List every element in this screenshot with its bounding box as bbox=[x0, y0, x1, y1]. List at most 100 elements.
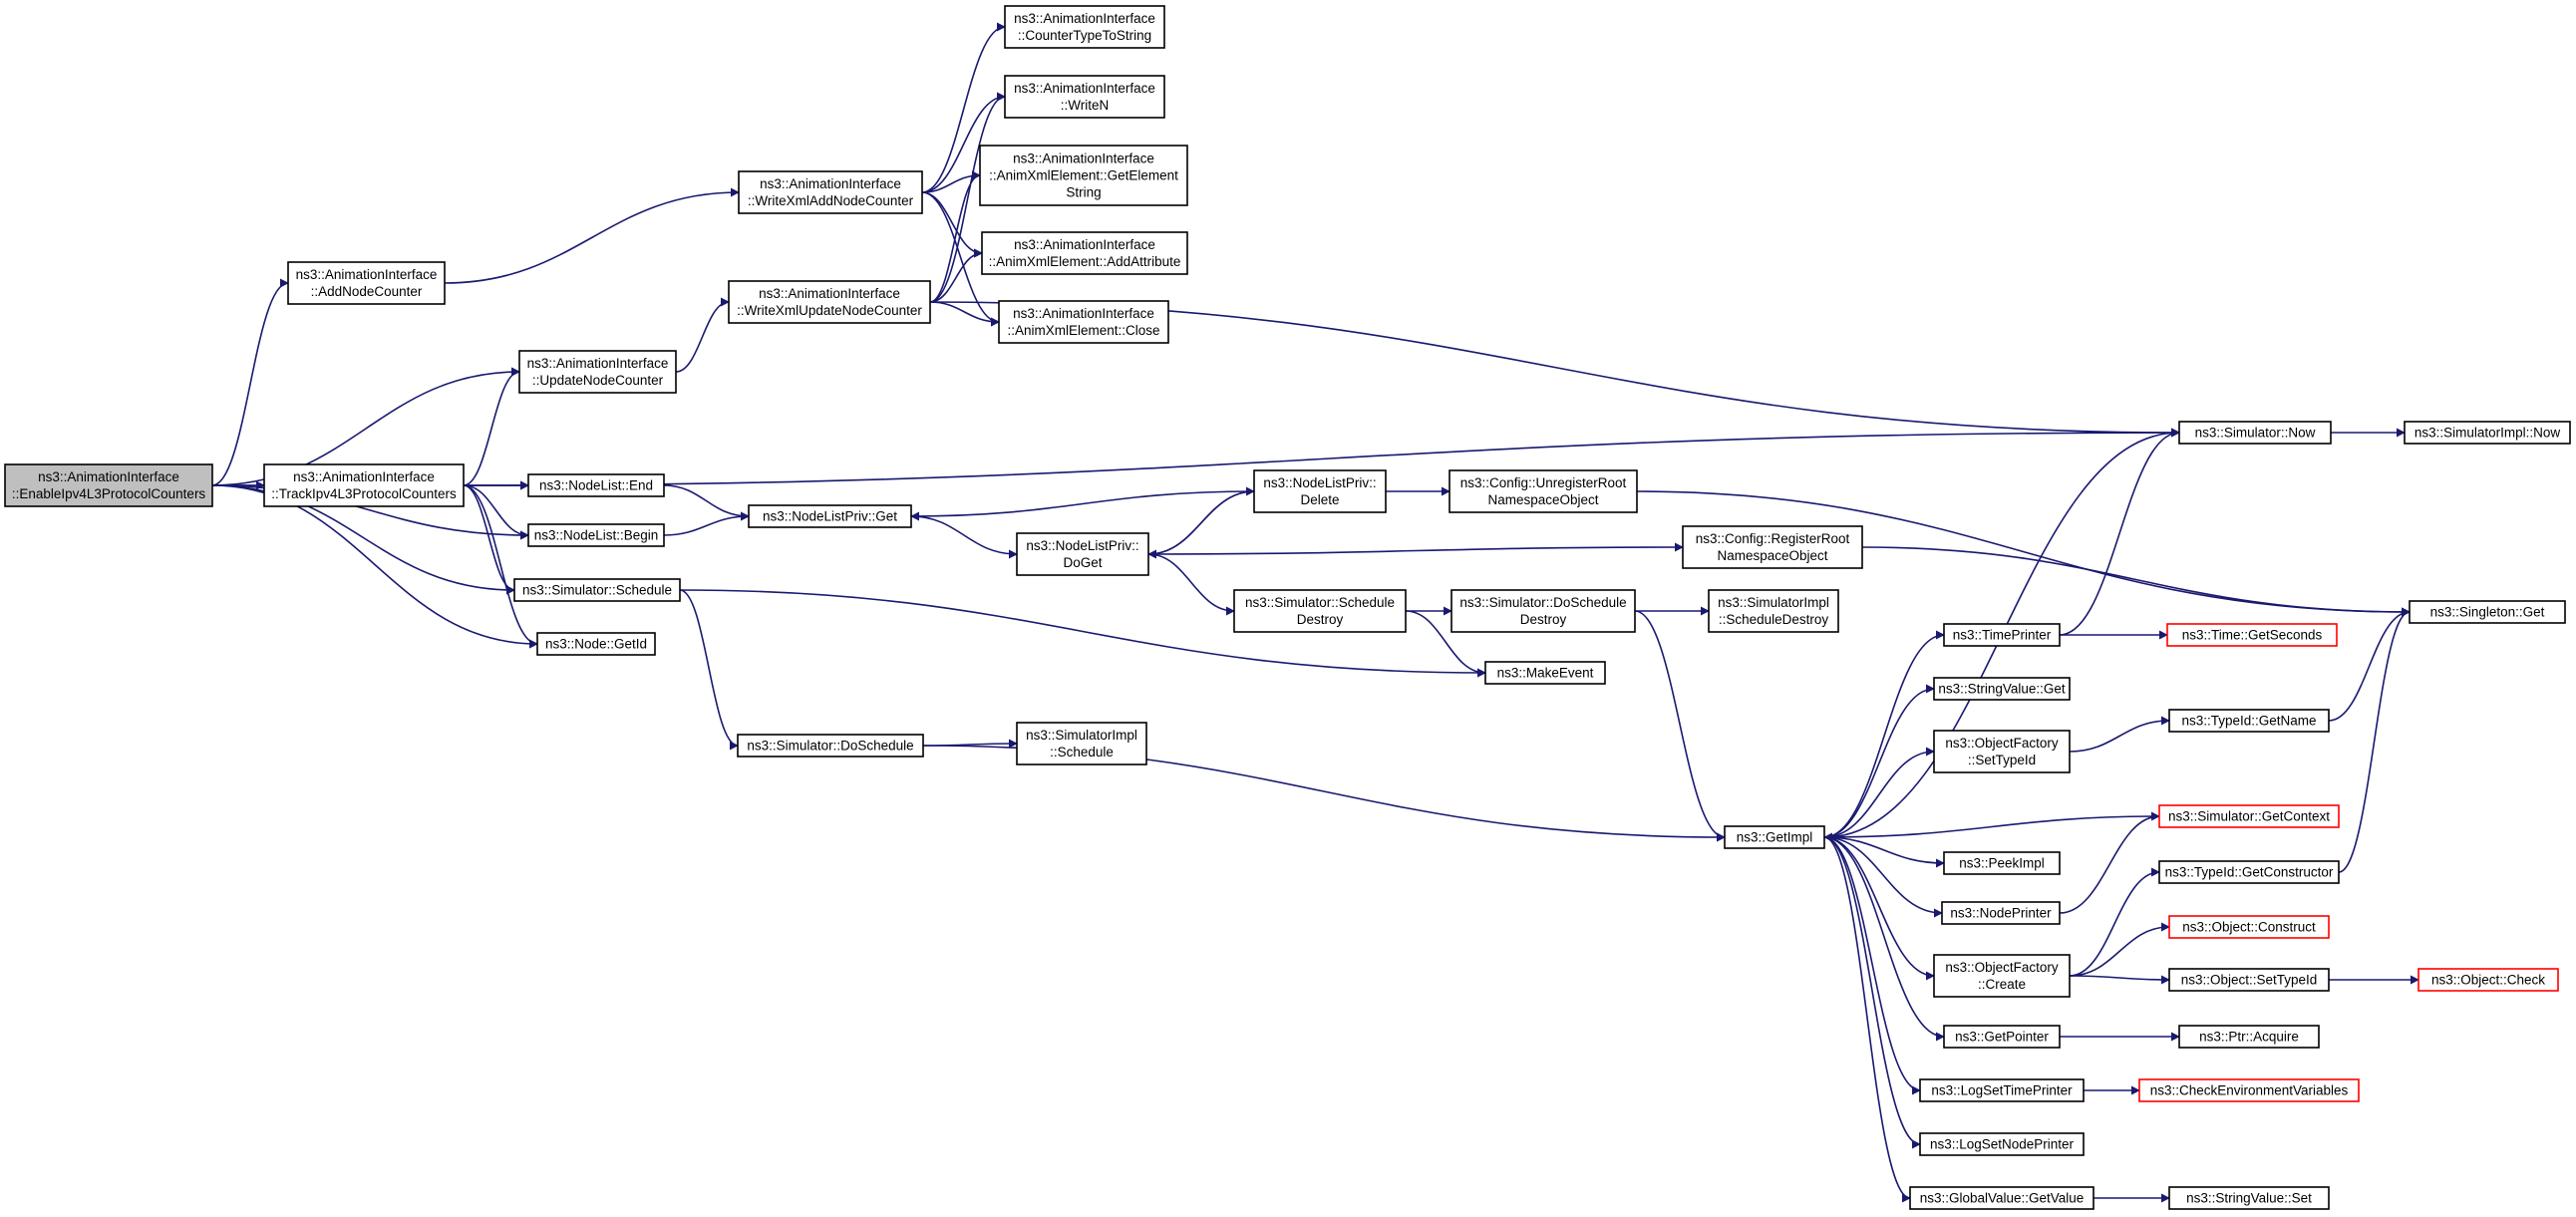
function-node-label: ns3::NodeList::End bbox=[539, 478, 653, 493]
function-node-close[interactable]: ns3::AnimationInterface::AnimXmlElement:… bbox=[998, 300, 1169, 344]
call-edge-updatenodecounter-to-writexmlupdate bbox=[675, 297, 730, 373]
function-node-box bbox=[527, 473, 665, 497]
function-node-label: ns3::StringValue::Get bbox=[1938, 682, 2066, 697]
function-node-stringvalueget[interactable]: ns3::StringValue::Get bbox=[1933, 677, 2071, 701]
call-edge-trackipv4-to-nodegetid bbox=[463, 484, 538, 649]
function-node-ptracquire[interactable]: ns3::Ptr::Acquire bbox=[2178, 1025, 2320, 1049]
call-edge-getimpl-to-ofsettypeid bbox=[1823, 747, 1935, 838]
function-node-stringvalueset[interactable]: ns3::StringValue::Set bbox=[2168, 1186, 2330, 1210]
function-node-label: ns3::TypeId::GetConstructor bbox=[2165, 865, 2334, 880]
function-node-box bbox=[518, 350, 677, 394]
function-node-nodelistend[interactable]: ns3::NodeList::End bbox=[527, 473, 665, 497]
function-node-addnodecounter[interactable]: ns3::AnimationInterface::AddNodeCounter bbox=[287, 261, 446, 305]
function-node-simschedestroy[interactable]: ns3::Simulator::ScheduleDestroy bbox=[1233, 589, 1407, 633]
function-node-timeprinter[interactable]: ns3::TimePrinter bbox=[1943, 623, 2061, 647]
call-edge-simschedestroy-to-makeevent bbox=[1405, 610, 1486, 678]
function-node-makeevent[interactable]: ns3::MakeEvent bbox=[1484, 661, 1606, 685]
function-node-label: ::CounterTypeToString bbox=[1018, 28, 1151, 43]
function-node-addattribute[interactable]: ns3::AnimationInterface::AnimXmlElement:… bbox=[981, 231, 1188, 275]
function-node-label: ::Create bbox=[1978, 977, 2026, 992]
function-node-box bbox=[979, 145, 1188, 206]
function-node-box bbox=[2178, 1025, 2320, 1049]
call-edge-root-to-updatenodecounter bbox=[211, 367, 520, 486]
function-node-box bbox=[4, 463, 213, 507]
function-node-objcheck[interactable]: ns3::Object::Check bbox=[2417, 968, 2559, 992]
function-node-implschedule[interactable]: ns3::SimulatorImpl::Schedule bbox=[1016, 722, 1147, 765]
function-node-timegetseconds[interactable]: ns3::Time::GetSeconds bbox=[2166, 623, 2338, 647]
function-node-box bbox=[1708, 589, 1839, 633]
function-node-label: ns3::Singleton::Get bbox=[2430, 605, 2545, 620]
function-node-label: ns3::NodeListPriv:: bbox=[1263, 475, 1376, 490]
function-node-nodeprinter[interactable]: ns3::NodePrinter bbox=[1941, 901, 2061, 925]
call-edge-getimpl-to-ofcreate bbox=[1823, 836, 1935, 981]
function-node-singletonget[interactable]: ns3::Singleton::Get bbox=[2409, 600, 2566, 624]
function-node-getpointer[interactable]: ns3::GetPointer bbox=[1943, 1025, 2061, 1049]
function-node-typeidgetconstructor[interactable]: ns3::TypeId::GetConstructor bbox=[2158, 860, 2340, 884]
function-node-writexmlupdate[interactable]: ns3::AnimationInterface::WriteXmlUpdateN… bbox=[728, 280, 931, 324]
function-node-label: ns3::AnimationInterface bbox=[760, 176, 901, 191]
function-node-nodelistprivdoget[interactable]: ns3::NodeListPriv::DoGet bbox=[1016, 532, 1149, 576]
function-node-box bbox=[2166, 623, 2338, 647]
function-node-peekimpl[interactable]: ns3::PeekImpl bbox=[1943, 851, 2061, 875]
function-node-box bbox=[998, 300, 1169, 344]
function-node-implscheddestroy[interactable]: ns3::SimulatorImpl::ScheduleDestroy bbox=[1708, 589, 1839, 633]
function-node-objsettypeid[interactable]: ns3::Object::SetTypeId bbox=[2168, 968, 2330, 992]
function-node-label: ns3::Object::SetTypeId bbox=[2181, 973, 2318, 988]
function-node-implnow[interactable]: ns3::SimulatorImpl::Now bbox=[2404, 421, 2571, 445]
call-edge-trackipv4-to-updatenodecounter bbox=[463, 367, 520, 486]
function-node-box bbox=[527, 523, 665, 547]
function-node-nodelistprivdelete[interactable]: ns3::NodeListPriv::Delete bbox=[1253, 469, 1387, 513]
function-node-label: ::SetTypeId bbox=[1968, 753, 2036, 767]
function-node-box bbox=[1449, 469, 1638, 513]
function-node-countertype[interactable]: ns3::AnimationInterface::CounterTypeToSt… bbox=[1004, 5, 1165, 49]
function-node-box bbox=[2158, 860, 2340, 884]
function-node-label: DoGet bbox=[1063, 555, 1102, 570]
function-node-logsettimeprinter[interactable]: ns3::LogSetTimePrinter bbox=[1919, 1078, 2085, 1102]
function-node-globalvaluegetvalue[interactable]: ns3::GlobalValue::GetValue bbox=[1909, 1186, 2094, 1210]
function-node-objconstruct[interactable]: ns3::Object::Construct bbox=[2168, 915, 2330, 939]
function-node-simnow[interactable]: ns3::Simulator::Now bbox=[2178, 421, 2332, 445]
function-node-ofsettypeid[interactable]: ns3::ObjectFactory::SetTypeId bbox=[1933, 730, 2071, 773]
call-edge-trackipv4-to-nodelistbegin bbox=[463, 484, 529, 540]
call-edge-simgetcontext-to-getimpl bbox=[1823, 815, 2160, 842]
function-node-label: ns3::TypeId::GetName bbox=[2181, 714, 2316, 729]
function-node-trackipv4[interactable]: ns3::AnimationInterface::TrackIpv4L3Prot… bbox=[263, 463, 465, 507]
function-node-label: ns3::LogSetTimePrinter bbox=[1931, 1083, 2073, 1098]
function-node-unregister[interactable]: ns3::Config::UnregisterRootNamespaceObje… bbox=[1449, 469, 1638, 513]
function-node-simgetcontext[interactable]: ns3::Simulator::GetContext bbox=[2158, 804, 2340, 828]
function-node-box bbox=[1253, 469, 1387, 513]
function-node-box bbox=[1943, 1025, 2061, 1049]
function-node-logsetnodeprinter[interactable]: ns3::LogSetNodePrinter bbox=[1919, 1132, 2085, 1156]
function-node-label: ns3::Simulator::Schedule bbox=[522, 583, 672, 598]
function-node-writen[interactable]: ns3::AnimationInterface::WriteN bbox=[1004, 75, 1165, 119]
function-node-nodelistbegin[interactable]: ns3::NodeList::Begin bbox=[527, 523, 665, 547]
function-node-writexmladd[interactable]: ns3::AnimationInterface::WriteXmlAddNode… bbox=[738, 170, 923, 214]
function-node-getelement[interactable]: ns3::AnimationInterface::AnimXmlElement:… bbox=[979, 145, 1188, 206]
function-node-getimpl[interactable]: ns3::GetImpl bbox=[1724, 825, 1825, 849]
function-node-label: ns3::ObjectFactory bbox=[1945, 960, 2059, 975]
function-node-root[interactable]: ns3::AnimationInterface::EnableIpv4L3Pro… bbox=[4, 463, 213, 507]
call-edge-getimpl-to-peekimpl bbox=[1823, 836, 1945, 868]
function-node-box bbox=[737, 734, 924, 758]
call-edge-nodelistprivdelete-to-nodelistprivget bbox=[910, 490, 1255, 521]
call-edge-getimpl-to-getpointer bbox=[1823, 836, 1945, 1042]
function-node-typeidgetname[interactable]: ns3::TypeId::GetName bbox=[2168, 709, 2330, 733]
function-node-box bbox=[2168, 709, 2330, 733]
call-edge-getimpl-to-logsettimeprinter bbox=[1823, 836, 1921, 1095]
function-node-updatenodecounter[interactable]: ns3::AnimationInterface::UpdateNodeCount… bbox=[518, 350, 677, 394]
function-node-label: ::Schedule bbox=[1050, 745, 1114, 760]
function-node-label: ns3::NodeListPriv:: bbox=[1026, 538, 1138, 553]
function-node-box bbox=[1943, 851, 2061, 875]
call-edge-nodelistend-to-nodelistprivget bbox=[663, 484, 750, 521]
function-node-ofcreate[interactable]: ns3::ObjectFactory::Create bbox=[1933, 954, 2071, 998]
function-node-checkenv[interactable]: ns3::CheckEnvironmentVariables bbox=[2138, 1078, 2360, 1102]
function-node-nodelistprivget[interactable]: ns3::NodeListPriv::Get bbox=[748, 504, 912, 528]
function-node-box bbox=[1016, 532, 1149, 576]
call-edge-getimpl-to-nodeprinter bbox=[1823, 836, 1943, 918]
function-node-box bbox=[2168, 915, 2330, 939]
function-node-simschedule[interactable]: ns3::Simulator::Schedule bbox=[513, 578, 681, 602]
function-node-nodegetid[interactable]: ns3::Node::GetId bbox=[536, 632, 656, 656]
function-node-simdoschedule[interactable]: ns3::Simulator::DoSchedule bbox=[737, 734, 924, 758]
